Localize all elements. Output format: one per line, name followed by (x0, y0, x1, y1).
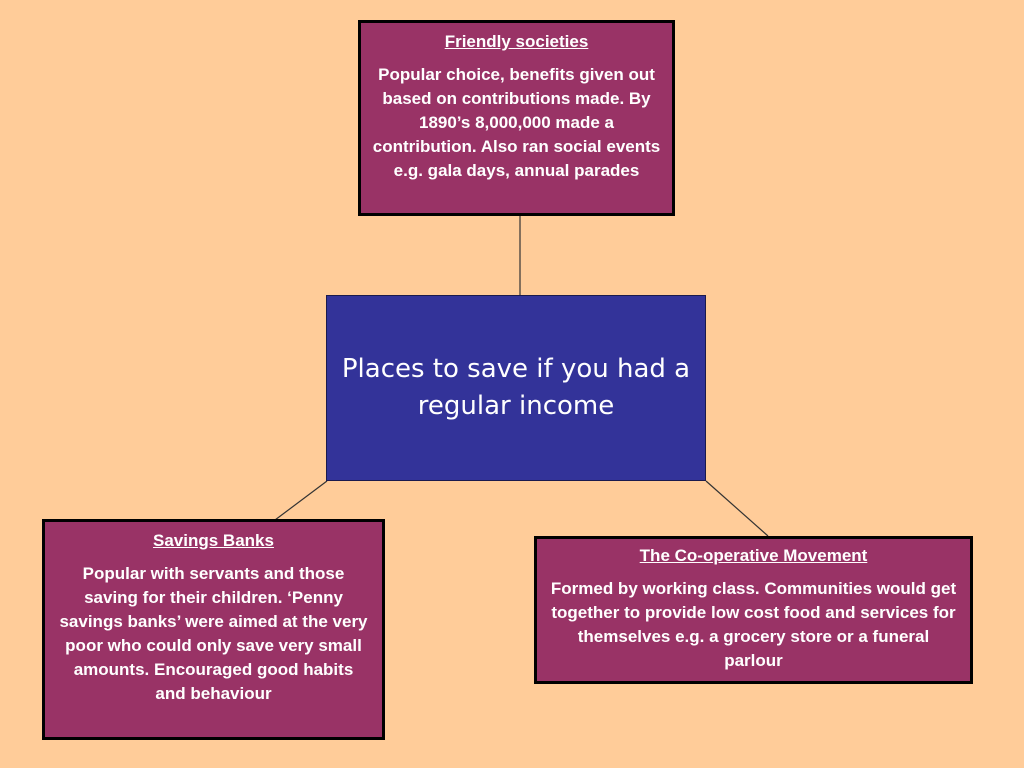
connector-center-to-savings-banks (274, 480, 328, 521)
cooperative-movement-title: The Co-operative Movement (639, 546, 868, 565)
central-topic-label: Places to save if you had a regular inco… (341, 354, 691, 421)
friendly-societies-box: Friendly societies Popular choice, benef… (358, 20, 675, 216)
connector-center-to-cooperative-movement (705, 480, 769, 537)
cooperative-movement-box: The Co-operative Movement Formed by work… (534, 536, 973, 684)
friendly-societies-description: Popular choice, benefits given out based… (372, 65, 661, 180)
savings-banks-title: Savings Banks (153, 531, 274, 550)
cooperative-movement-description: Formed by working class. Communities wou… (550, 579, 957, 670)
friendly-societies-title: Friendly societies (444, 32, 589, 51)
savings-banks-description: Popular with servants and those saving f… (59, 564, 368, 703)
savings-banks-box: Savings Banks Popular with servants and … (42, 519, 385, 740)
central-topic-box: Places to save if you had a regular inco… (326, 295, 706, 481)
